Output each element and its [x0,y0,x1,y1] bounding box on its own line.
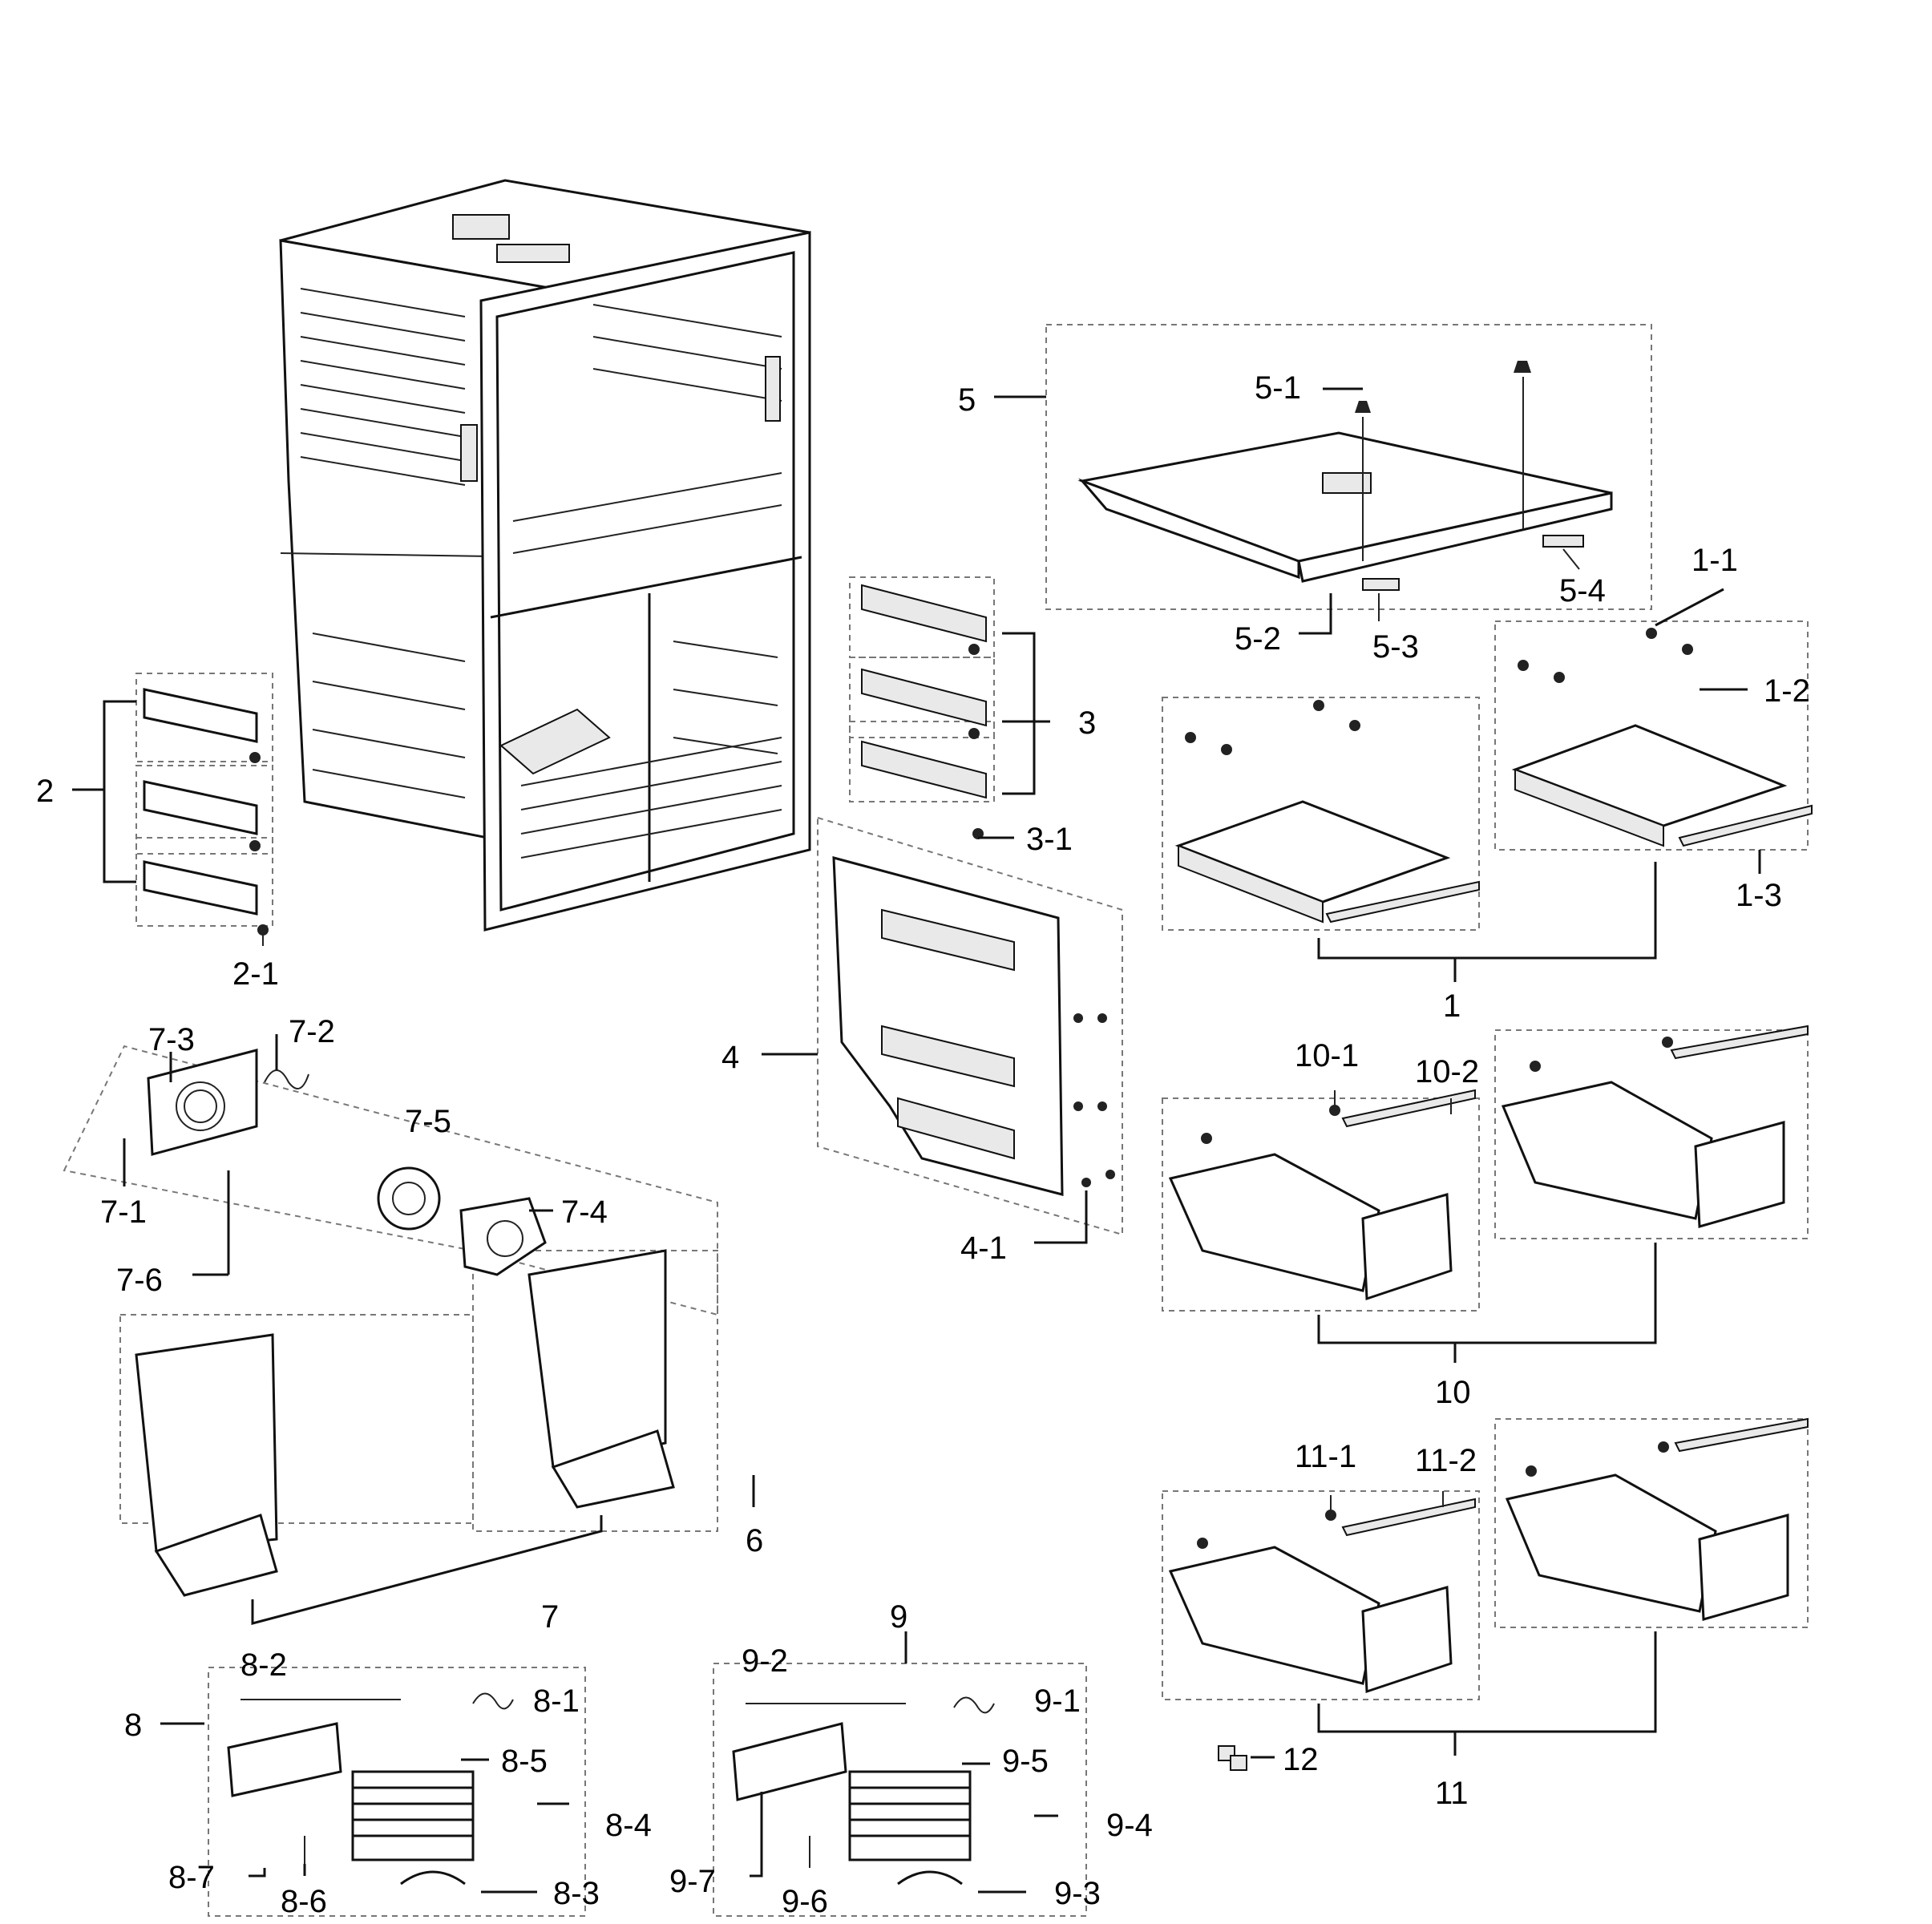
label-9-1: 9-1 [1034,1684,1081,1719]
label-2-1: 2-1 [232,956,279,992]
label-1: 1 [1443,988,1461,1024]
part-10-drawers [1162,1025,1809,1363]
label-7-6: 7-6 [116,1263,163,1298]
label-7-4: 7-4 [561,1194,608,1230]
part-7-evaporator-covers [63,1034,755,1625]
label-9-6: 9-6 [782,1884,828,1919]
label-9-3: 9-3 [1054,1876,1101,1911]
label-5-1: 5-1 [1255,370,1301,406]
label-4-1: 4-1 [960,1231,1007,1266]
callout-labels: 5 5-1 5-2 5-3 5-4 1-1 1-2 1-3 1 2 2-1 3 … [36,370,1810,1919]
label-1-1: 1-1 [1692,543,1738,578]
label-8-4: 8-4 [605,1808,652,1843]
part-1-shelves [1162,588,1813,982]
part-9-evaporator-assembly [713,1631,1087,1917]
label-4: 4 [721,1040,739,1075]
label-3: 3 [1078,705,1096,741]
label-9-4: 9-4 [1106,1808,1153,1843]
label-12: 12 [1283,1742,1319,1777]
part-3-rails [849,576,1050,839]
label-8-6: 8-6 [281,1884,327,1919]
label-8-1: 8-1 [533,1684,580,1719]
label-7: 7 [541,1599,559,1635]
label-6: 6 [746,1523,763,1558]
label-10-2: 10-2 [1415,1054,1479,1089]
label-10: 10 [1435,1375,1471,1410]
label-7-5: 7-5 [405,1104,451,1139]
part-11-drawers [1162,1417,1809,1771]
label-11-1: 11-1 [1295,1439,1356,1474]
label-2: 2 [36,774,54,809]
part-8-evaporator-assembly [160,1667,586,1917]
label-5-4: 5-4 [1559,573,1606,608]
label-7-3: 7-3 [148,1022,195,1057]
label-8: 8 [124,1708,142,1743]
label-9-7: 9-7 [669,1864,716,1899]
label-8-2: 8-2 [240,1647,287,1683]
label-3-1: 3-1 [1026,822,1073,857]
part-5-top-cover [994,324,1652,635]
label-10-1: 10-1 [1295,1038,1359,1073]
label-1-2: 1-2 [1764,673,1810,709]
label-7-2: 7-2 [289,1014,335,1049]
label-8-5: 8-5 [501,1744,548,1779]
label-7-1: 7-1 [100,1194,147,1230]
label-8-7: 8-7 [168,1860,215,1895]
part-4-side-panel [762,816,1123,1244]
label-8-3: 8-3 [553,1876,600,1911]
label-5-3: 5-3 [1372,629,1419,665]
label-9: 9 [890,1599,907,1635]
label-9-2: 9-2 [742,1643,788,1679]
part-2-brackets [72,673,273,946]
label-5: 5 [958,382,976,418]
label-11-2: 11-2 [1415,1443,1477,1478]
cabinet-body [279,179,811,932]
label-11: 11 [1435,1776,1469,1811]
label-1-3: 1-3 [1736,878,1782,913]
label-9-5: 9-5 [1002,1744,1049,1779]
label-5-2: 5-2 [1235,621,1281,657]
